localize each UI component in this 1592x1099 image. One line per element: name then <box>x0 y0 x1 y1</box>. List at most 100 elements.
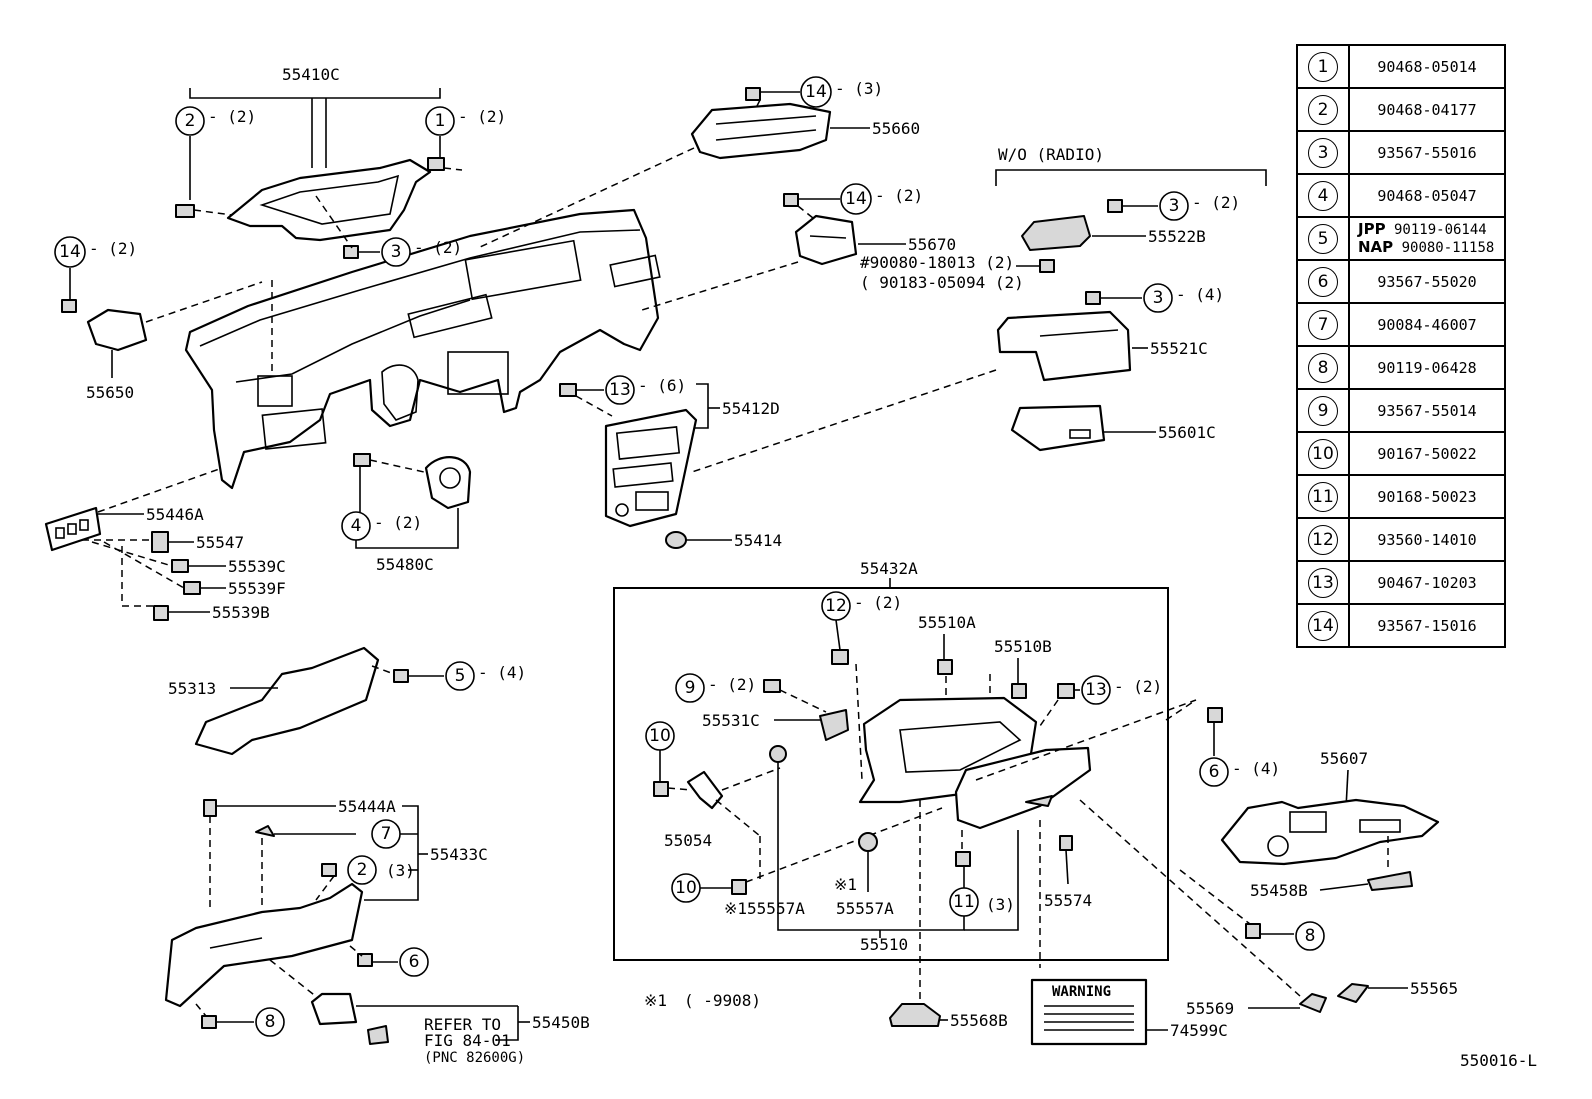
svg-text:55568B: 55568B <box>950 1011 1008 1030</box>
callout-14-top: 14 - (3) <box>760 76 883 108</box>
svg-text:55313: 55313 <box>168 679 216 698</box>
svg-text:55601C: 55601C <box>1158 423 1216 442</box>
callout-7-lower: 7 <box>371 819 401 849</box>
svg-text:W/O (RADIO): W/O (RADIO) <box>998 145 1104 164</box>
ref-number: 10 <box>1296 431 1350 476</box>
callout-1-top: 1 - (2) <box>425 106 506 136</box>
drawing-code: 550016-L <box>1460 1051 1537 1070</box>
ref-number-circle: 3 <box>1308 137 1338 168</box>
ref-part-variant: NAP 90080-11158 <box>1358 237 1495 256</box>
callout-3-box: 3 - (4) <box>1100 283 1224 313</box>
svg-text:55531C: 55531C <box>702 711 760 730</box>
callout-8-right: 8 <box>1260 921 1325 951</box>
svg-text:55539C: 55539C <box>228 557 286 576</box>
svg-text:14: 14 <box>59 242 81 262</box>
svg-text:55054: 55054 <box>664 831 712 850</box>
svg-text:#90080-18013 (2): #90080-18013 (2) <box>860 253 1014 272</box>
callout-10b: 10 <box>671 873 732 903</box>
svg-text:74599C: 74599C <box>1170 1021 1228 1040</box>
svg-text:FIG 84-01: FIG 84-01 <box>424 1031 511 1050</box>
ref-number: 4 <box>1296 173 1350 218</box>
ref-number: 1 <box>1296 44 1350 89</box>
panel-55412D <box>604 408 698 528</box>
ref-number-circle: 14 <box>1308 610 1338 641</box>
callout-6-right: 6 - (4) <box>1199 757 1280 787</box>
bracket-55522B <box>1021 215 1091 251</box>
callout-12: 12 - (2) <box>821 591 902 621</box>
svg-text:55433C: 55433C <box>430 845 488 864</box>
svg-text:55521C: 55521C <box>1150 339 1208 358</box>
svg-text:REFER TO: REFER TO <box>424 1015 501 1034</box>
cluster-hood-group: 55410C 2 - (2) 1 - (2) <box>175 65 506 242</box>
svg-text:1: 1 <box>435 111 446 131</box>
svg-text:5: 5 <box>455 666 466 686</box>
svg-text:9: 9 <box>685 678 696 698</box>
svg-text:55557A: 55557A <box>836 899 894 918</box>
svg-text:- (2): - (2) <box>208 107 256 126</box>
callout-14-mid: 14 - (2) <box>798 183 923 215</box>
svg-text:※1: ※1 <box>644 991 667 1010</box>
vent-55670 <box>794 214 858 266</box>
svg-text:(3): (3) <box>986 895 1015 914</box>
svg-text:- (2): - (2) <box>458 107 506 126</box>
svg-text:55412D: 55412D <box>722 399 780 418</box>
glove-box-door <box>954 746 1092 830</box>
clip-55568B <box>889 1003 941 1027</box>
ref-part-number: 90468-05047 <box>1348 173 1506 218</box>
svg-text:55670: 55670 <box>908 235 956 254</box>
footnote: ※1 ( -9908) <box>644 991 761 1010</box>
svg-text:55547: 55547 <box>196 533 244 552</box>
box-55450B <box>310 992 358 1026</box>
ref-part-number: 93567-55014 <box>1348 388 1506 433</box>
cover-55607 <box>1220 798 1440 866</box>
svg-text:55539B: 55539B <box>212 603 270 622</box>
bracket-55521C <box>996 310 1132 382</box>
ref-part-number: 90468-05014 <box>1348 44 1506 89</box>
label-55432A: 55432A <box>860 559 918 578</box>
callout-14-left: 14 - (2) <box>54 236 137 268</box>
ref-number: 5 <box>1296 216 1350 261</box>
svg-text:(3): (3) <box>386 861 415 880</box>
callout-4: 4 - (2) <box>341 511 422 541</box>
ref-number: 7 <box>1296 302 1350 347</box>
assembly-frame <box>613 587 1169 961</box>
ref-number-circle: 10 <box>1308 438 1338 469</box>
callout-8-lower: 8 <box>216 1007 285 1037</box>
svg-text:55565: 55565 <box>1410 979 1458 998</box>
warning-label <box>1030 978 1148 1046</box>
callout-3-radio: 3 - (2) <box>1122 191 1240 221</box>
svg-text:- (2): - (2) <box>854 593 902 612</box>
switch-block-group: 55446A 55547 55539C 55539F 55539B <box>44 467 286 622</box>
svg-text:( -9908): ( -9908) <box>684 991 761 1010</box>
callout-13b: 13 - (2) <box>1074 675 1162 705</box>
svg-text:55510B: 55510B <box>994 637 1052 656</box>
callout-5: 5 - (4) <box>408 661 526 691</box>
svg-text:- (6): - (6) <box>638 376 686 395</box>
svg-text:- (2): - (2) <box>414 238 462 257</box>
svg-text:- (4): - (4) <box>478 663 526 682</box>
ref-number: 8 <box>1296 345 1350 390</box>
ref-part-number: 93567-55020 <box>1348 259 1506 304</box>
callout-13: 13 - (6) <box>605 375 686 405</box>
without-radio-group: W/O (RADIO) 55522B 3 - (2) 3 - (4) 55521… <box>691 145 1267 473</box>
svg-text:- (2): - (2) <box>1114 677 1162 696</box>
ref-number: 9 <box>1296 388 1350 433</box>
svg-text:10: 10 <box>675 878 697 898</box>
svg-text:6: 6 <box>409 952 420 972</box>
svg-text:( 90183-05094 (2): ( 90183-05094 (2) <box>860 273 1024 292</box>
svg-text:55458B: 55458B <box>1250 881 1308 900</box>
svg-text:13: 13 <box>609 380 631 400</box>
callout-2-top: 2 - (2) <box>175 106 256 136</box>
damper-55054 <box>686 770 724 810</box>
svg-text:- (2): - (2) <box>1192 193 1240 212</box>
lower-panel-55433C-group: 55444A 55433C 7 2 (3) 6 8 <box>164 797 590 1066</box>
panel-55313 <box>194 646 380 756</box>
svg-text:7: 7 <box>381 824 392 844</box>
